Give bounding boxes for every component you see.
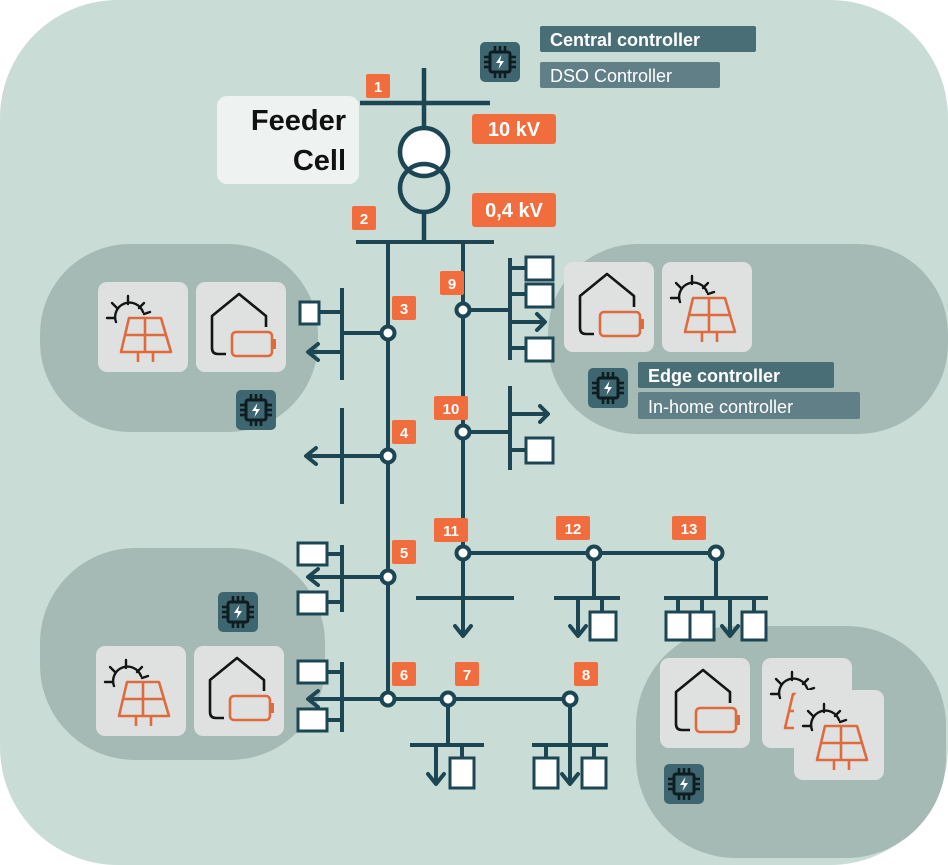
feeder-label: Feeder	[251, 105, 346, 137]
load-boxes	[296, 255, 768, 790]
node-circles	[379, 301, 725, 708]
cell-label: Cell	[293, 145, 346, 177]
node-8-label: 8	[582, 667, 590, 684]
edge-controller-icon	[216, 590, 260, 634]
voltage-badge-secondary	[472, 193, 556, 227]
central-controller-badge	[540, 26, 756, 52]
arrow-heads	[304, 312, 740, 786]
house-battery-icon	[658, 656, 752, 750]
edge-controller-label: Edge controller	[648, 366, 780, 386]
edge-controller-icon	[234, 388, 278, 432]
transformer	[360, 68, 490, 242]
node-badges: 1 2 3 4 5 6 7 8 9 10 11 12 13	[352, 74, 706, 686]
edge-controller-icon	[586, 366, 630, 410]
dso-controller-label: DSO Controller	[550, 66, 672, 86]
edge-controller-icon	[662, 762, 706, 806]
solar-panel-icon	[96, 280, 190, 374]
node-11-label: 11	[443, 523, 459, 540]
node-4-label: 4	[400, 425, 409, 442]
voltage-primary: 10 kV	[488, 119, 541, 141]
node-12-label: 12	[565, 521, 582, 538]
node-7-label: 7	[463, 667, 471, 684]
solar-panel-icon	[94, 644, 188, 738]
node-2-label: 2	[360, 211, 368, 228]
solar-panel-icon	[660, 260, 754, 354]
node-13-label: 13	[681, 521, 698, 538]
node-5-label: 5	[400, 545, 408, 562]
node-6-label: 6	[400, 667, 408, 684]
node-1-label: 1	[374, 79, 382, 96]
house-battery-icon	[194, 280, 288, 374]
solar-panel-icon	[792, 688, 886, 782]
feeder-cell-box	[217, 96, 359, 184]
node-10-label: 10	[443, 401, 460, 418]
voltage-secondary: 0,4 kV	[485, 200, 543, 222]
node-3-label: 3	[400, 301, 408, 318]
in-home-controller-badge	[638, 392, 860, 419]
house-battery-icon	[192, 644, 286, 738]
node-9-label: 9	[448, 276, 456, 293]
voltage-badge-primary	[472, 114, 556, 144]
dso-controller-badge	[540, 62, 720, 88]
central-controller-icon	[478, 40, 522, 84]
central-controller-label: Central controller	[550, 30, 700, 50]
in-home-controller-label: In-home controller	[648, 397, 793, 417]
edge-controller-badge	[638, 362, 834, 388]
house-battery-icon	[562, 260, 656, 354]
